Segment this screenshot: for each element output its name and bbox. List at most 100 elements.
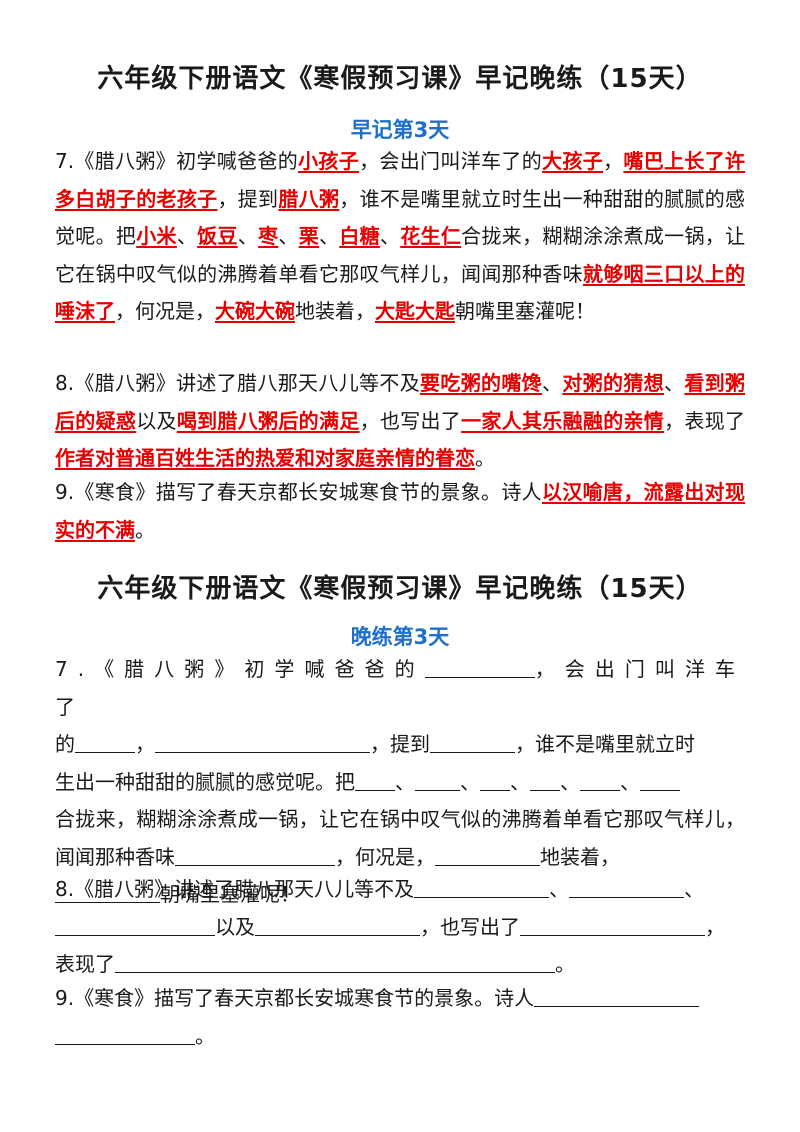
question-text: 7.《腊八粥》初学喊爸爸的 [55, 149, 299, 173]
answer-blank[interactable] [255, 913, 420, 936]
question-text: 以及 [136, 408, 177, 433]
answer-text: 就够咽三口以上的唾沫了 [55, 261, 746, 324]
question-text: ，提到 [217, 186, 279, 211]
question-text: 8.《腊八粥》讲述了腊八那天八儿等不及 [55, 371, 421, 395]
question-text: ，会出门叫洋车了的 [359, 149, 543, 173]
answer-blank[interactable] [55, 1022, 195, 1045]
answer-blank[interactable] [414, 875, 550, 898]
answer-text: 小孩子 [298, 149, 360, 173]
question-text: ， [705, 914, 725, 939]
question-text: ，会出门叫洋车了 [55, 657, 745, 719]
morning-question-9: 9.《寒食》描写了春天京都长安城寒食节的景象。诗人以汉喻唐，流露出对现实的不满。 [55, 474, 745, 549]
morning-question-8: 8.《腊八粥》讲述了腊八那天八儿等不及要吃粥的嘴馋、对粥的猜想、看到粥后的疑惑以… [55, 365, 745, 478]
question-text: ，表现了 [664, 408, 746, 433]
question-text: 。 [555, 952, 575, 976]
question-text: ，谁不是嘴里就立时生出一种甜甜的腻腻的感觉呢。把 [55, 186, 746, 249]
separator: 、 [237, 224, 259, 248]
answer-blank[interactable] [424, 655, 535, 678]
answer-text: 嘴巴上长了许多白胡子的老孩子 [55, 149, 746, 211]
answer-text: 一家人其乐融融的亲情 [461, 408, 665, 433]
answer-blank[interactable] [430, 730, 515, 753]
question-text: 合拢来，糊糊涂涂煮成一锅，让它在锅中叹气似的沸腾着单看它那叹气样儿，闻闻那种香味 [55, 807, 745, 869]
question-text: 。 [135, 517, 155, 542]
question-text: 生出一种甜甜的腻腻的感觉呢。把 [55, 769, 355, 794]
page-title-evening: 六年级下册语文《寒假预习课》早记晚练（15天） [97, 574, 703, 604]
answer-blank[interactable] [75, 730, 135, 753]
separator: 、 [278, 224, 299, 248]
question-text: 合拢来，糊糊涂涂煮成一锅，让它在锅中叹气似的沸腾着单看它那叹气样儿，闻闻那种香味 [55, 224, 746, 286]
answer-blank[interactable] [55, 913, 215, 936]
answer-text: 小米 [136, 224, 177, 248]
answer-text: 对粥的猜想 [562, 371, 665, 395]
answer-blank[interactable] [115, 950, 555, 973]
separator: 、 [549, 877, 570, 901]
answer-blank[interactable] [55, 880, 160, 903]
separator: 、 [319, 224, 340, 248]
answer-text: 要吃粥的嘴馋 [420, 371, 543, 395]
question-text: 朝嘴里塞灌呢！ [160, 882, 300, 906]
answer-text: 饭豆 [197, 224, 238, 248]
question-text: 表现了 [55, 952, 115, 976]
separator: 、 [395, 769, 415, 794]
separator: 、 [664, 371, 685, 395]
answer-text: 以汉喻唐，流露出对现实的不满 [55, 480, 745, 542]
question-text: ，何况是， [335, 844, 435, 869]
answer-blank[interactable] [355, 768, 395, 791]
question-text: ，也写出了 [420, 914, 520, 939]
question-text: ，提到 [370, 732, 430, 756]
morning-question-7: 7.《腊八粥》初学喊爸爸的小孩子，会出门叫洋车了的大孩子，嘴巴上长了许多白胡子的… [55, 143, 745, 331]
section-subtitle-morning: 早记第3天 [350, 118, 450, 142]
answer-text: 作者对普通百姓生活的热爱和对家庭亲情的眷恋 [55, 446, 475, 470]
separator: 、 [542, 371, 563, 395]
answer-text: 大孩子 [542, 149, 604, 173]
question-text: 朝嘴里塞灌呢！ [455, 299, 595, 323]
evening-question-9: 9.《寒食》描写了春天京都长安城寒食节的景象。诗人 。 [55, 980, 745, 1055]
answer-text: 大碗大碗 [215, 299, 295, 323]
answer-blank[interactable] [530, 768, 560, 791]
question-text: 。 [195, 1023, 215, 1048]
answer-blank[interactable] [175, 843, 335, 866]
answer-blank[interactable] [155, 730, 370, 753]
question-text: ，谁不是嘴里就立时 [515, 732, 695, 756]
question-text: 地装着， [295, 299, 375, 323]
answer-blank[interactable] [580, 768, 620, 791]
answer-blank[interactable] [415, 768, 460, 791]
separator: 、 [379, 224, 401, 248]
question-text: ， [135, 732, 155, 756]
evening-question-7: 7.《腊八粥》初学喊爸爸的，会出门叫洋车了 的 ， ，提到 ，谁不是嘴里就立时 生出一… [55, 651, 745, 914]
question-text: 的 [55, 732, 75, 756]
section-subtitle-evening: 晚练第3天 [350, 625, 450, 649]
page-title: 六年级下册语文《寒假预习课》早记晚练（15天） [97, 64, 703, 94]
question-text: 7.《腊八粥》初学喊爸爸的 [55, 657, 425, 681]
answer-blank[interactable] [569, 875, 685, 898]
question-text: 地装着， [540, 844, 620, 869]
separator: 、 [684, 877, 705, 901]
question-text: 9.《寒食》描写了春天京都长安城寒食节的景象。诗人 [55, 986, 535, 1010]
answer-blank[interactable] [435, 843, 540, 866]
separator: 、 [176, 224, 198, 248]
answer-text: 花生仁 [400, 224, 462, 248]
answer-text: 看到粥后的疑惑 [55, 371, 746, 433]
answer-text: 白糖 [339, 224, 380, 248]
separator: 、 [560, 769, 580, 794]
answer-text: 大匙大匙 [375, 299, 455, 323]
answer-blank[interactable] [480, 768, 510, 791]
answer-text: 栗 [298, 224, 319, 248]
answer-text: 腊八粥 [278, 186, 340, 211]
separator: 、 [510, 769, 530, 794]
answer-blank[interactable] [520, 913, 705, 936]
separator: 、 [620, 769, 640, 794]
question-text: 以及 [215, 914, 255, 939]
answer-blank[interactable] [534, 984, 700, 1007]
question-text: 。 [475, 446, 495, 470]
evening-question-8: 8.《腊八粥》讲述了腊八那天八儿等不及 、 、 以及 ，也写出了 ， 表现了 。 [55, 871, 745, 984]
question-text: ，何况是， [115, 299, 215, 323]
answer-blank[interactable] [640, 768, 680, 791]
question-text: 9.《寒食》描写了春天京都长安城寒食节的景象。诗人 [55, 480, 543, 504]
question-text: ， [603, 149, 624, 173]
question-text: ，也写出了 [359, 408, 462, 433]
question-text: 8.《腊八粥》讲述了腊八那天八儿等不及 [55, 877, 415, 901]
answer-text: 喝到腊八粥后的满足 [176, 408, 360, 433]
answer-text: 枣 [258, 224, 279, 248]
